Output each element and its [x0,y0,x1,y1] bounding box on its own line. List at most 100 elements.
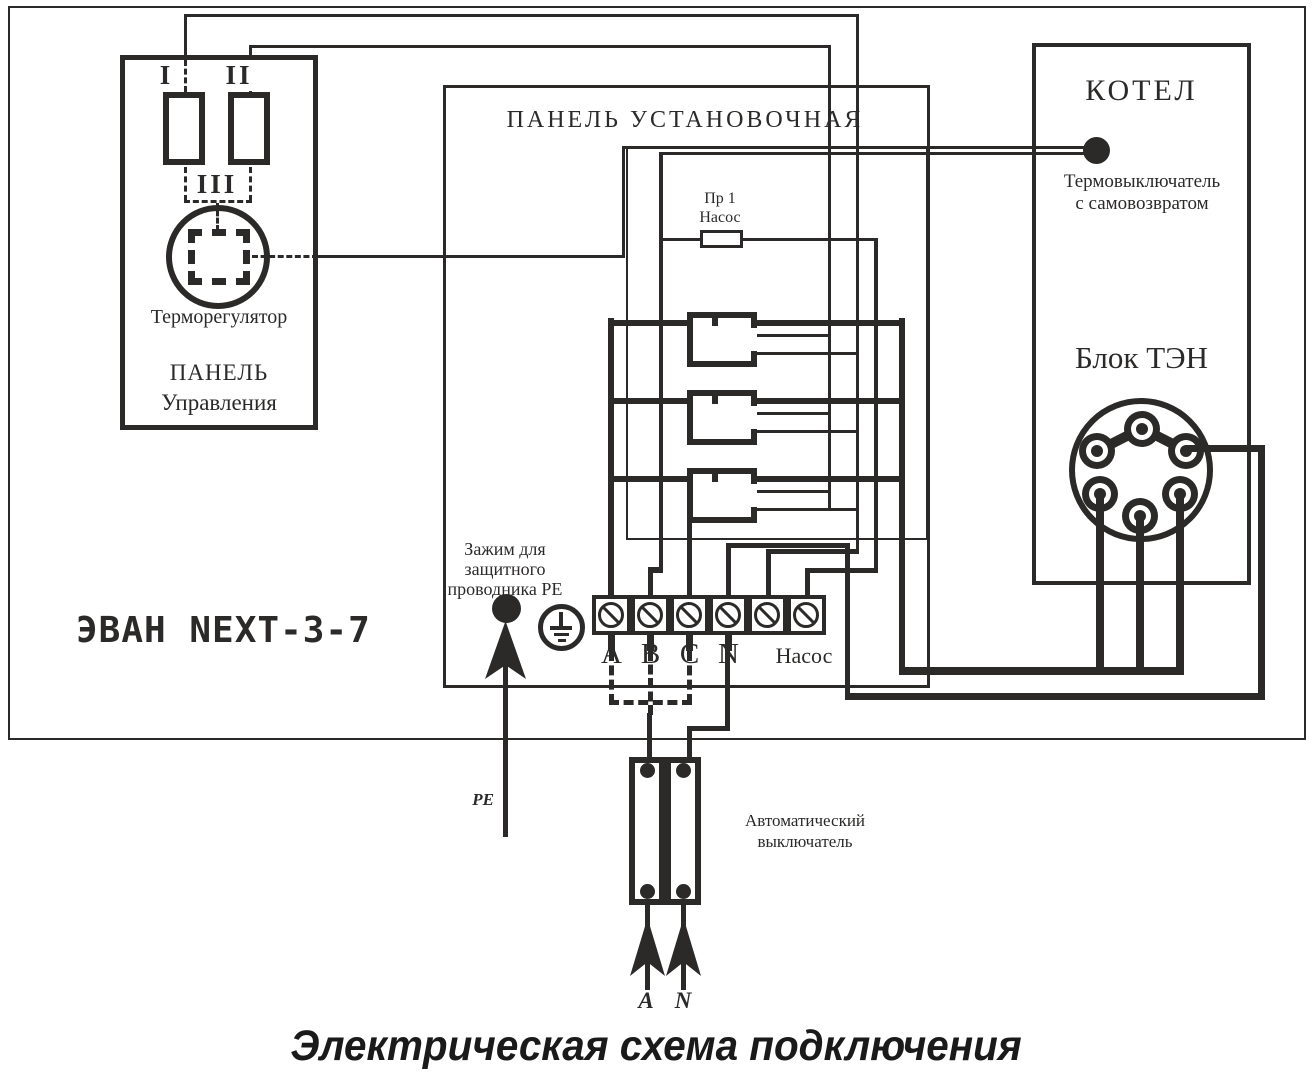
wire-n-to-breaker [687,726,692,759]
thermoregulator-label: Терморегулятор [150,306,288,328]
terminal-pump-label: Насос [775,643,833,668]
terminal-label-a: A [601,638,622,670]
relay1-output-thin2 [757,352,859,355]
dashed-bridge-switch3 [184,200,252,203]
wire-top-bus2 [249,45,831,48]
phase-bus [899,667,1184,675]
switch2-label: II [215,60,263,91]
pe-clamp-dot [492,594,521,623]
thermal-switch-label-line1: Термовыключатель [1063,171,1221,192]
wire-fuse-left [661,238,701,241]
wire-top-bus2-drop [828,45,831,508]
neutral-bus [845,693,1265,700]
relay1-pin-bottom [751,351,757,367]
breaker-label-line1: Автоматический [744,811,866,830]
feed-c-drop [687,490,692,595]
breaker-terminal-dot [676,884,691,899]
diagram-title: Электрическая схема подключения [290,1022,1022,1070]
relay3-wall-top [687,468,757,474]
pe-clamp-label-line1: Зажим для [464,539,546,559]
relay2-output-thick [757,398,905,404]
ground-bar3 [558,639,566,642]
mounting-panel-label: ПАНЕЛЬ УСТАНОВОЧНАЯ [506,107,864,133]
relay-left-bus [608,318,614,595]
wire-b-to-breaker [647,713,652,759]
pin-b [647,635,654,651]
control-panel-name-line1: ПАНЕЛЬ [169,360,269,385]
breaker-terminal-dot [640,884,655,899]
breaker-pole-left [629,757,665,905]
switch1-contact-box [163,92,205,165]
relay2-wall-bottom [687,439,757,445]
supply-neutral-label: N [674,988,692,1013]
wire-thermal-switch-lower [659,152,1092,155]
wire-phase-b-drop [659,152,663,573]
relay1-pin-top [751,312,757,328]
relay3-output-thin1 [757,490,831,493]
wire-thermal-switch-upper [622,146,1092,149]
relay3-wall-bottom [687,517,757,523]
screw-icon [676,602,702,628]
feed-b-jog-h [648,567,662,573]
feed-pump1-jog [766,549,859,554]
relay3-inner-notch [712,468,718,482]
relay1-output-thick [757,320,905,326]
pe-wire [503,660,508,837]
wire-thermoreg-horizontal [318,255,625,258]
screw-icon [793,602,819,628]
ground-stem [559,612,563,626]
wire-switch2-riser [249,45,252,58]
pe-clamp-label-line3: проводника PE [447,579,563,599]
pin-c [686,635,693,651]
wire-star-down [1258,445,1265,700]
thermal-switch-label-line2: с самовозвратом [1075,193,1209,214]
terminal-label-n: N [718,638,739,670]
relay2-input-stub [610,398,687,404]
relay1-input-stub [610,320,687,326]
relay3-output-thick [757,476,905,482]
relay3-input-stub [610,476,687,482]
screw-icon [637,602,663,628]
switch2-contact-box [228,92,270,165]
screw-icon [715,602,741,628]
wire-top-bus1 [184,14,859,17]
relay2-output-thin2 [757,430,859,433]
boiler-label: КОТЕЛ [1085,74,1198,107]
pin-n [725,635,732,651]
switch3-label: III [188,169,246,200]
relay1-inner-notch [712,312,718,326]
fuse-pr1 [700,230,743,248]
relay3-pin-bottom [751,507,757,523]
terminal-label-c: C [679,638,700,670]
fuse-label-line1: Пр 1 [704,190,736,207]
relay2-pin-top [751,390,757,406]
heater-block-label: Блок ТЭН [1075,340,1208,375]
relay2-wall-top [687,390,757,396]
relay-right-bus [899,318,905,675]
pin-a [608,635,615,651]
breaker-label-line2: выключатель [757,832,853,851]
dashed-jumper-b [648,651,653,715]
wire-n-jog [687,726,730,731]
ground-bar2 [554,633,569,636]
breaker-terminal-dot [676,763,691,778]
control-panel-box [120,55,318,430]
feed-b-drop [648,567,653,595]
relay2-inner-notch [712,390,718,404]
pe-clamp-label-line2: защитного [464,559,546,579]
wire-star-right [1186,445,1264,452]
wire-thermoreg-riser [622,146,625,258]
feed-n-right-riser [845,543,850,700]
screw-icon [598,602,624,628]
relay1-wall-left [687,312,693,367]
feed-pump2-drop [805,568,810,595]
relay3-pin-top [751,468,757,484]
wire-top-bus1-drop [856,14,859,554]
feed-n-drop [726,543,731,595]
dashed-thermoregulator-output [252,255,318,258]
heater-drop-1 [1096,494,1104,675]
dashed-lead-switch2-bottom [249,167,252,201]
dashed-jumper-c [687,651,692,704]
breaker-pole-right [665,757,701,905]
feed-n-horizontal [726,543,850,548]
